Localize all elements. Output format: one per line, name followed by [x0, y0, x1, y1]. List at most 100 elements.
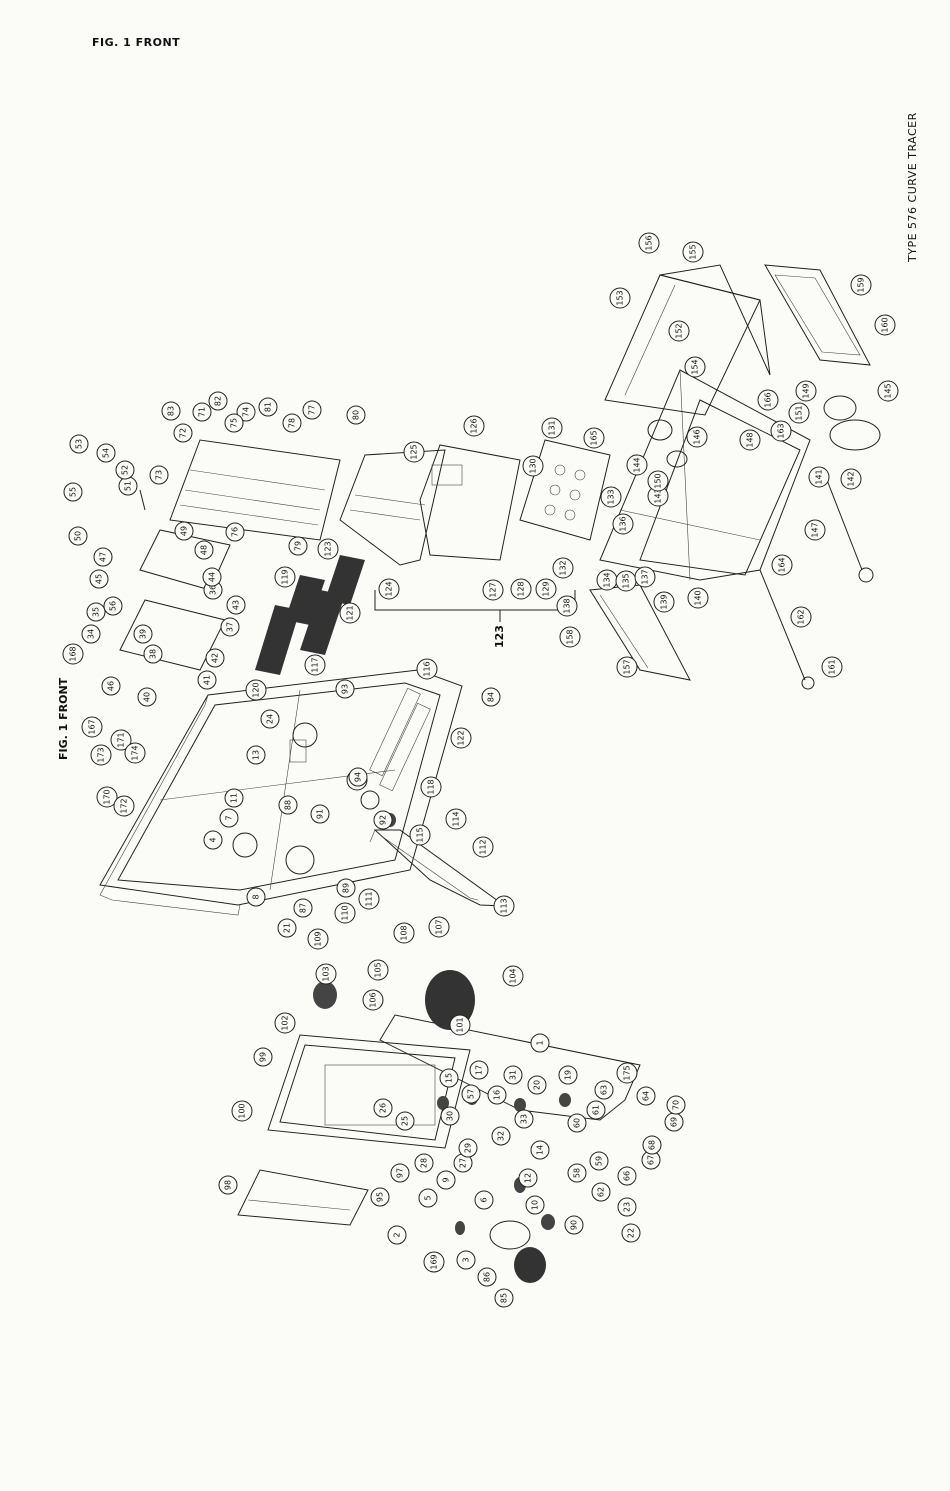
callout-4: 4: [203, 830, 223, 850]
callout-116: 116: [416, 658, 438, 680]
callout-152: 152: [668, 320, 690, 342]
callout-circle: [367, 959, 389, 981]
callout-111: 111: [358, 888, 380, 910]
callout-circle: [96, 443, 116, 463]
callout-number: 149: [802, 383, 811, 398]
callout-number: 131: [548, 420, 557, 435]
callout-circle: [68, 526, 88, 546]
callout-147: 147: [804, 519, 826, 541]
callout-85: 85: [494, 1288, 514, 1308]
callout-circle: [821, 656, 843, 678]
callout-77: 77: [302, 400, 322, 420]
callout-circle: [556, 595, 578, 617]
callout-number: 89: [342, 883, 351, 893]
callout-number: 68: [648, 1140, 657, 1150]
callout-number: 60: [573, 1118, 582, 1128]
callout-circle: [414, 1153, 434, 1173]
callout-number: 62: [597, 1187, 606, 1197]
callout-41: 41: [197, 670, 217, 690]
callout-63: 63: [594, 1080, 614, 1100]
callout-161: 161: [821, 656, 843, 678]
callout-151: 151: [788, 402, 810, 424]
callout-70: 70: [666, 1095, 686, 1115]
callout-circle: [335, 679, 355, 699]
callout-circle: [62, 643, 84, 665]
callout-number: 128: [517, 581, 526, 596]
callout-circle: [682, 241, 704, 263]
callout-circle: [258, 397, 278, 417]
callout-number: 50: [74, 531, 83, 541]
callout-number: 136: [619, 516, 628, 531]
callout-number: 107: [435, 919, 444, 934]
callout-165: 165: [583, 427, 605, 449]
callout-156: 156: [638, 232, 660, 254]
callout-101: 101: [449, 1014, 471, 1036]
callout-circle: [315, 963, 337, 985]
callout-number: 36: [209, 585, 218, 595]
callout-number: 92: [379, 815, 388, 825]
callout-circle: [600, 486, 622, 508]
callout-169: 169: [423, 1251, 445, 1273]
callout-number: 54: [102, 448, 111, 458]
callout-number: 139: [660, 594, 669, 609]
callout-number: 76: [231, 527, 240, 537]
callout-circle: [472, 836, 494, 858]
callout-number: 64: [642, 1091, 651, 1101]
callout-number: 23: [623, 1202, 632, 1212]
callout-31: 31: [503, 1065, 523, 1085]
callout-62: 62: [591, 1182, 611, 1202]
callout-54: 54: [96, 443, 116, 463]
callout-circle: [133, 624, 153, 644]
callout-number: 82: [214, 396, 223, 406]
callout-number: 167: [88, 719, 97, 734]
callout-138: 138: [556, 595, 578, 617]
callout-number: 165: [590, 430, 599, 445]
callout-number: 47: [99, 552, 108, 562]
callout-number: 14: [536, 1145, 545, 1155]
callout-number: 20: [533, 1080, 542, 1090]
callout-57: 57: [461, 1084, 481, 1104]
callout-52: 52: [115, 460, 135, 480]
callout-2: 2: [387, 1225, 407, 1245]
callout-81: 81: [258, 397, 278, 417]
callout-number: 140: [694, 590, 703, 605]
callout-circle: [226, 595, 246, 615]
callout-circle: [440, 1106, 460, 1126]
callout-number: 120: [252, 682, 261, 697]
callout-circle: [687, 587, 709, 609]
power-supply-chassis: [599, 369, 811, 581]
callout-number: 57: [467, 1089, 476, 1099]
circuit-board-130: [519, 439, 611, 541]
callout-circle: [246, 887, 266, 907]
callout-107: 107: [428, 916, 450, 938]
callout-number: 39: [139, 629, 148, 639]
callout-80: 80: [346, 405, 366, 425]
callout-circle: [502, 965, 524, 987]
callout-number: 72: [179, 428, 188, 438]
callout-number: 83: [167, 406, 176, 416]
callout-circle: [260, 709, 280, 729]
callout-circle: [416, 658, 438, 680]
callout-circle: [346, 405, 366, 425]
callout-circle: [790, 606, 812, 628]
callout-60: 60: [567, 1113, 587, 1133]
callout-circle: [739, 429, 761, 451]
callout-number: 130: [529, 458, 538, 473]
callout-circle: [231, 1100, 253, 1122]
callout-number: 87: [299, 903, 308, 913]
callout-circle: [522, 455, 544, 477]
callout-circle: [638, 232, 660, 254]
callout-circle: [336, 878, 356, 898]
callout-circle: [224, 413, 244, 433]
callout-number: 152: [675, 323, 684, 338]
callout-number: 151: [795, 405, 804, 420]
callout-number: 40: [143, 692, 152, 702]
callout-number: 122: [457, 730, 466, 745]
callout-circle: [420, 776, 442, 798]
callout-circle: [567, 1113, 587, 1133]
callout-number: 12: [524, 1173, 533, 1183]
callout-circle: [617, 1166, 637, 1186]
callout-circle: [439, 1068, 459, 1088]
callout-number: 138: [563, 598, 572, 613]
callout-98: 98: [218, 1175, 238, 1195]
